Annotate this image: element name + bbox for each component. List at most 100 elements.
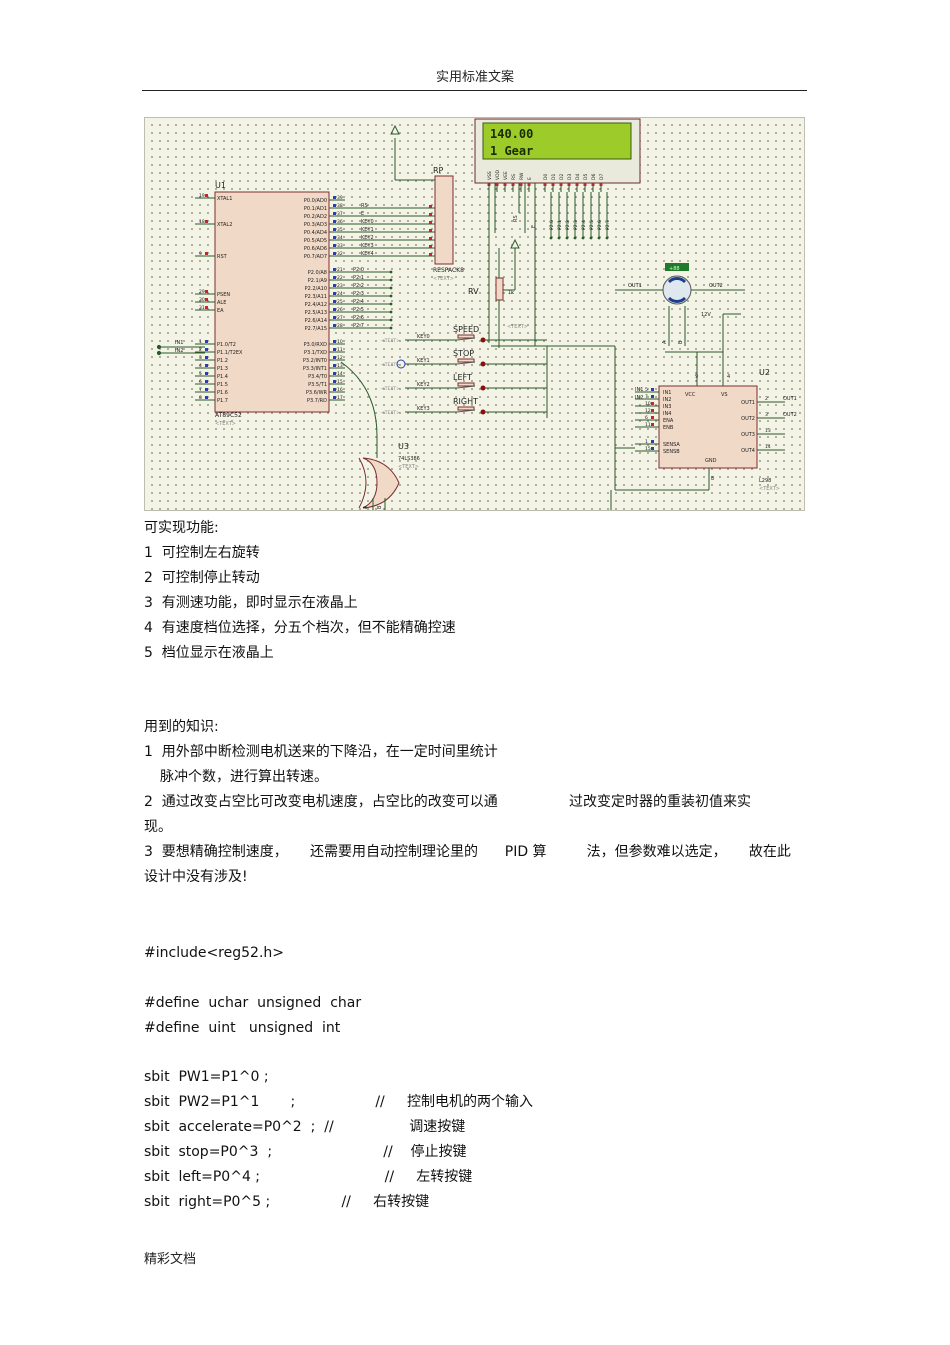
u1-pin-number: 35 (337, 227, 343, 233)
feature-item: 3 有测速功能，即时显示在液晶上 (144, 595, 358, 611)
u1-pin-marker (333, 244, 336, 247)
p1-net-in2: IN2 (175, 348, 183, 354)
u1-pin-number: 27 (337, 315, 343, 321)
u1-pin-label: P0.6/AD6 (304, 246, 327, 252)
feature-item: 1 可控制左右旋转 (144, 545, 260, 561)
u2-net-in2: IN2 (635, 395, 643, 401)
u2-pin-label: IN2 (663, 397, 671, 403)
u1-pin-marker (333, 252, 336, 255)
lcd-pin-label: D4 (575, 174, 581, 180)
u1-pin-marker (205, 340, 208, 343)
u1-pin-marker (333, 220, 336, 223)
u1-pin-number: 7 (199, 387, 202, 393)
button-label: RIGHT (453, 397, 478, 406)
lcd-pin-label: E (527, 177, 533, 180)
header-rule (142, 90, 807, 91)
u2-pin-number: 14 (765, 444, 771, 450)
u1-pin-number: 13 (337, 363, 343, 369)
u1-pin-marker (205, 380, 208, 383)
u3-text-tag: <TEXT> (398, 464, 419, 470)
u2-pin-number: 2 (765, 396, 768, 402)
u1-pin-label: P2.7/A15 (305, 326, 327, 332)
code-line: sbit PW2=P1^1 ; // 控制电机的两个输入 (144, 1094, 534, 1110)
u1-pin-marker (333, 284, 336, 287)
u1-pin-label: P1.7 (217, 398, 228, 404)
u1-pin-label: XTAL2 (217, 222, 232, 228)
u1-pin-label: EA (217, 308, 224, 314)
supply-label: 12V (701, 312, 711, 318)
u1-pin-label: P0.3/AD3 (304, 222, 327, 228)
u2-motor-driver: U2 L298 <TEXT> VCC VS GND 9 4 8 IN15IN27… (615, 351, 797, 492)
lcd-pin-marker (575, 183, 579, 186)
u1-pin-marker (333, 340, 336, 343)
lcd-pin-label: D5 (583, 174, 589, 180)
code-line: sbit right=P0^5 ; // 右转按键 (144, 1194, 430, 1210)
button-text-tag: <TEXT> (381, 362, 400, 368)
u1-pin-label: P1.6 (217, 390, 228, 396)
u1-pin-number: 26 (337, 307, 343, 313)
code-line: #define uchar unsigned char (144, 995, 362, 1011)
lcd-pin-label: VSS (487, 171, 493, 180)
code-line: sbit accelerate=P0^2 ; // 调速按键 (144, 1119, 466, 1135)
u1-pin-label: P0.4/AD4 (304, 230, 327, 236)
rv-value: 1k (508, 290, 514, 296)
u1-pin-label: P0.7/AD7 (304, 254, 327, 260)
knowledge-line: 1 用外部中断检测电机送来的下降沿，在一定时间里统计 (144, 744, 498, 760)
p1-net-in1: IN1 (175, 340, 183, 346)
u3-part: 74LS386 (398, 456, 420, 462)
p2-net-end (389, 302, 393, 306)
button-key-label: KEY3 (417, 406, 430, 412)
u2-pin-marker (651, 447, 654, 450)
svg-text:A: A (363, 505, 369, 509)
dc-motor: +88 OUT1 OUT2 A B 12V (615, 263, 745, 380)
u2-pin-label: SENSA (663, 442, 680, 448)
lcd-data-end (597, 236, 601, 240)
u1-pin-number: 22 (337, 275, 343, 281)
u2-pin-label: IN1 (663, 390, 671, 396)
button-key-label: KEY0 (417, 334, 430, 340)
u1-pin-number: 34 (337, 235, 343, 241)
lcd-pin-label: D2 (559, 174, 565, 180)
u1-pin-label: P3.7/RD (307, 398, 327, 404)
button-terminal (480, 337, 486, 343)
p2-net-label: P2.7 (353, 323, 364, 329)
u2-pin-label: SENSB (663, 449, 680, 455)
rp-text-tag: <TEXT> (433, 276, 454, 282)
feature-item: 5 档位显示在液晶上 (144, 645, 274, 661)
lcd-data-end (589, 236, 593, 240)
lcd-pin-label: VDD (495, 169, 501, 180)
code-line: #include<reg52.h> (144, 945, 284, 961)
u1-pin-marker (205, 194, 208, 197)
knowledge-line: 3 要想精确控制速度， 还需要用自动控制理论里的 PID 算 法，但参数难以选定… (144, 844, 791, 860)
lcd-data-label: P2.6 (597, 220, 603, 230)
u1-pin-number: 3 (199, 355, 202, 361)
lcd-pin-label: RW (519, 172, 525, 180)
u2-pin-number: 13 (765, 428, 771, 434)
u1-pin-number: 14 (337, 371, 343, 377)
lcd-pin-label: D0 (543, 174, 549, 180)
u1-pin-label: P3.3/INT1 (303, 366, 327, 372)
lcd-pin-label: D1 (551, 174, 557, 180)
lcd-control-wires (488, 183, 536, 346)
svg-text:4: 4 (727, 374, 730, 380)
u1-pin-marker (333, 228, 336, 231)
button-bus (491, 345, 616, 510)
u2-pin-marker (651, 395, 654, 398)
u1-pin-marker (205, 364, 208, 367)
u1-pin-marker (333, 364, 336, 367)
p2-net-label: P2.5 (353, 307, 364, 313)
button-contact (456, 385, 476, 389)
button-contact (456, 409, 476, 413)
u1-pin-number: 8 (199, 395, 202, 401)
rp-pin-marker (429, 245, 432, 248)
p2-net-end (389, 294, 393, 298)
rv-text-tag: <TEXT> (507, 324, 528, 330)
u1-pin-label: P2.3/A11 (305, 294, 327, 300)
knowledge-line: 设计中没有涉及! (144, 869, 248, 885)
u3-xor-gate: U3 74LS386 <TEXT> A B (340, 361, 420, 510)
